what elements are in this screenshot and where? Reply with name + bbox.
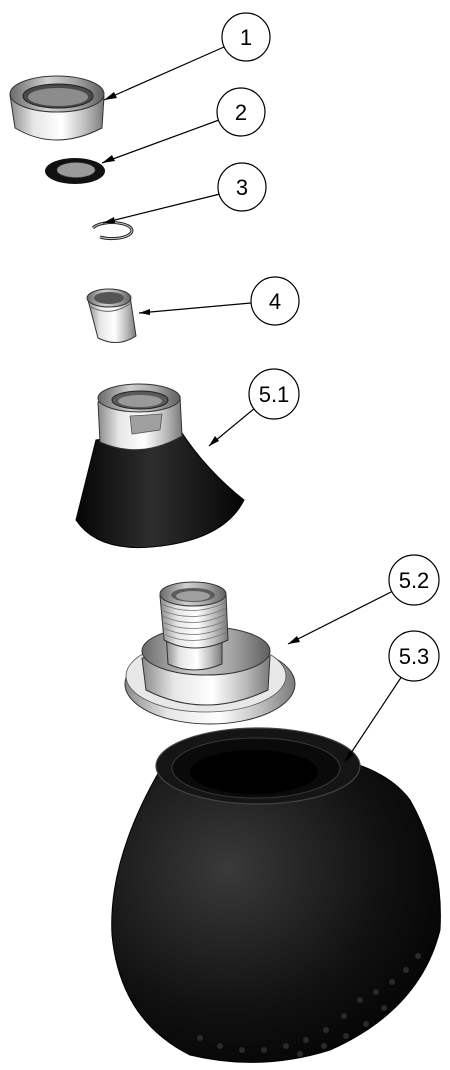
part-5-1-cone-body: [75, 383, 245, 549]
leader-line-2: [101, 119, 220, 164]
leader-line-1: [103, 46, 225, 101]
leader-line-5-3: [344, 672, 405, 763]
callout-5-1: 5.1: [248, 368, 300, 420]
part-2-filter-gasket: [45, 158, 105, 184]
part-4-insert-sleeve: [86, 288, 137, 343]
arrowhead-4: [139, 309, 150, 315]
callout-3: 3: [217, 162, 267, 212]
part-5-2-threaded-flange: [124, 581, 296, 725]
leader-lines: [101, 46, 405, 763]
leader-arrowheads: [102, 92, 354, 762]
arrowhead-5-2: [288, 636, 300, 644]
callout-label-5-1: 5.1: [259, 382, 290, 407]
arrowhead-5-1: [209, 436, 219, 446]
callout-1: 1: [221, 12, 271, 62]
callout-2: 2: [216, 87, 266, 137]
leader-line-3: [102, 193, 221, 224]
arrowhead-1: [104, 92, 117, 100]
callout-4: 4: [250, 276, 300, 326]
leader-line-4: [138, 302, 252, 314]
part-1-coupling-nut: [9, 75, 105, 141]
arrowhead-5-3: [345, 751, 354, 762]
arrowhead-2: [102, 155, 115, 163]
callout-label-3: 3: [236, 175, 248, 200]
callout-label-5-2: 5.2: [399, 568, 430, 593]
callout-label-2: 2: [235, 100, 247, 125]
part-3-retaining-ring: [91, 221, 134, 241]
callout-5-3: 5.3: [388, 630, 440, 682]
part-5-3-shower-head-dome: [111, 727, 441, 1063]
callout-label-1: 1: [240, 25, 252, 50]
arrowhead-3: [103, 217, 115, 223]
callout-5-2: 5.2: [388, 554, 440, 606]
callout-label-5-3: 5.3: [399, 644, 430, 669]
leader-line-5-2: [287, 589, 396, 645]
callout-label-4: 4: [269, 289, 281, 314]
